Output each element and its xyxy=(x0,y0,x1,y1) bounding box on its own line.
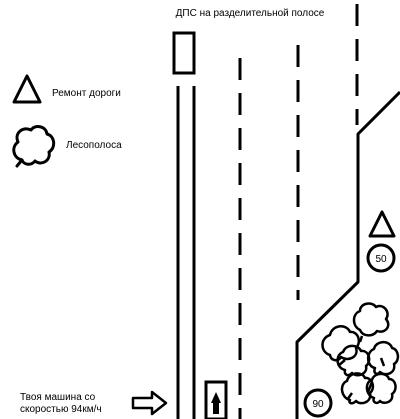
road-repair-icon xyxy=(12,74,42,104)
forest-tree xyxy=(321,325,361,362)
forest-tree xyxy=(336,344,371,377)
speed-limit-value-lower: 90 xyxy=(312,399,324,410)
car-label-line1: Твоя машина со xyxy=(20,392,96,403)
forest-belt-label: Лесополоса xyxy=(66,140,122,151)
forest-tree xyxy=(352,302,390,337)
dps-label: ДПС на разделительной полосе xyxy=(176,8,325,19)
forest-tree xyxy=(337,335,386,401)
forest-belt xyxy=(321,302,400,405)
dps-post xyxy=(172,31,196,75)
road-edge xyxy=(295,90,400,419)
road-repair-sign-icon xyxy=(368,210,396,238)
speed-limit-sign-lower: 90 xyxy=(303,388,333,418)
speed-limit-sign-upper: 50 xyxy=(366,243,396,273)
arrow-right-icon xyxy=(131,390,168,416)
car-label-line2: скоростью 94км/ч xyxy=(20,404,102,415)
speed-limit-value-upper: 50 xyxy=(375,254,387,265)
car-top-view-icon xyxy=(204,380,228,419)
tree-icon xyxy=(12,125,56,168)
road-repair-label: Ремонт дороги xyxy=(52,88,121,99)
forest-tree xyxy=(365,372,397,405)
forest-tree xyxy=(366,340,400,376)
